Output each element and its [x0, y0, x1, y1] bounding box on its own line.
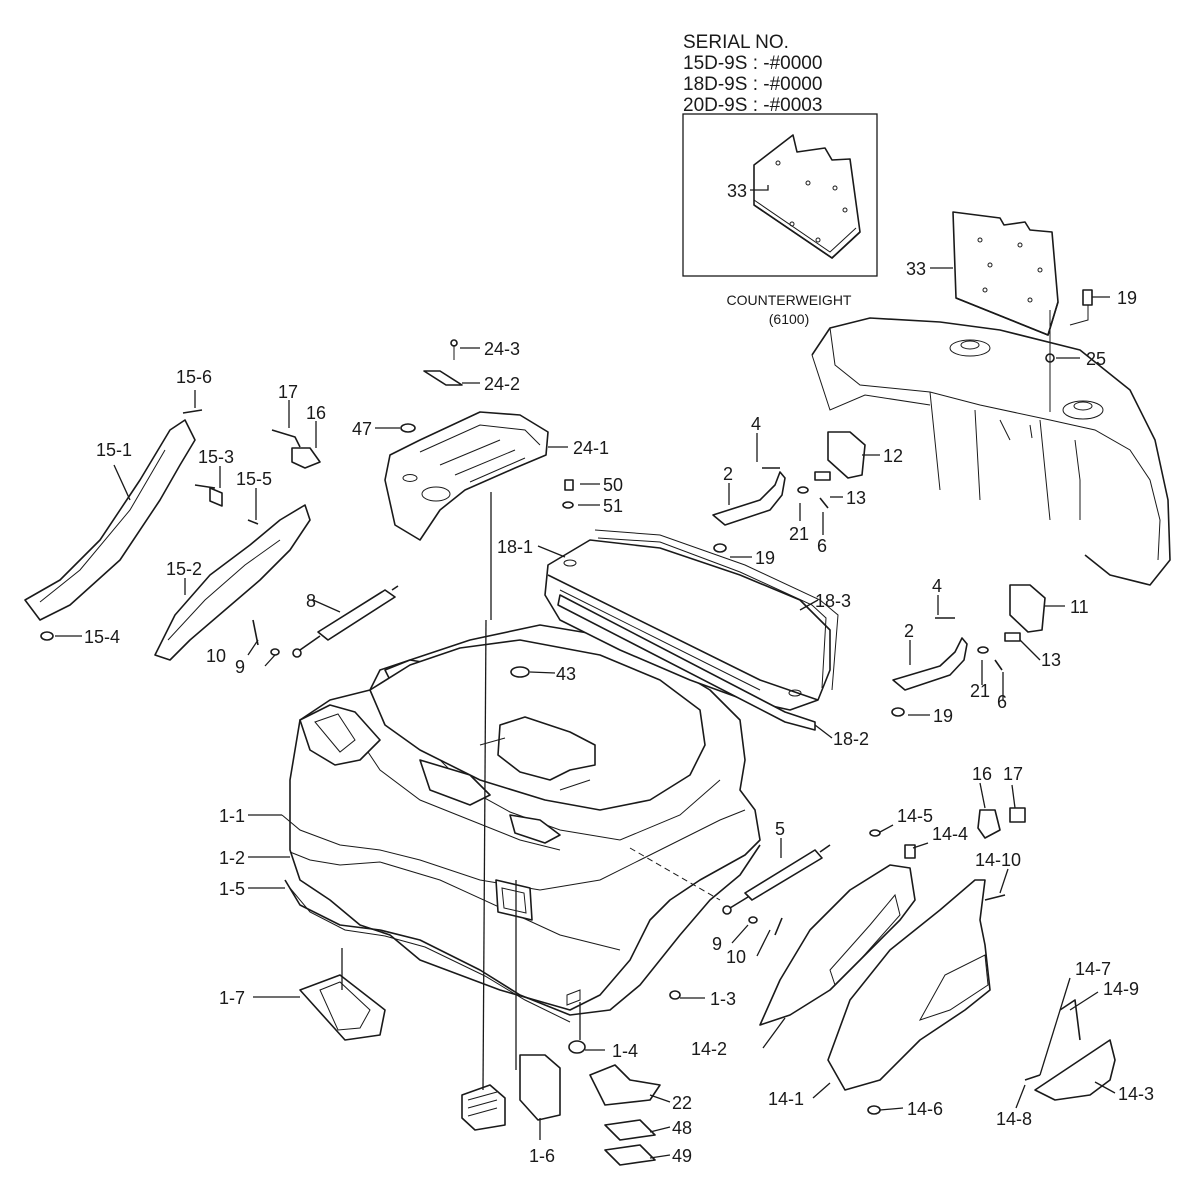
callout-label: 16	[306, 403, 326, 423]
callout-label: 1-7	[219, 988, 245, 1008]
callout-label: 14-9	[1103, 979, 1139, 999]
callout-label: 8	[306, 591, 316, 611]
callout-label: 14-8	[996, 1109, 1032, 1129]
serial-title: SERIAL NO.	[683, 32, 789, 53]
callout-label: 1-2	[219, 848, 245, 868]
callout-label: 13	[1041, 650, 1061, 670]
callout-label: 9	[235, 657, 245, 677]
callout-label: 2	[904, 621, 914, 641]
callout-label: 15-2	[166, 559, 202, 579]
counterweight-caption: COUNTERWEIGHT (6100)	[727, 292, 852, 327]
seat-tray-24	[384, 339, 549, 541]
callout-label: 4	[751, 414, 761, 434]
callout-label: 21	[789, 524, 809, 544]
callout-label: 19	[1117, 288, 1137, 308]
callout-label: 14-5	[897, 806, 933, 826]
callout-label: 1-4	[612, 1041, 638, 1061]
callout-label: 51	[603, 496, 623, 516]
counterweight-code: (6100)	[769, 311, 809, 327]
callout-label: 14-2	[691, 1039, 727, 1059]
callout-label: 33	[906, 259, 926, 279]
callout-label: 15-6	[176, 367, 212, 387]
serial-line: 20D-9S : -#0003	[683, 95, 822, 116]
callout-label: 10	[726, 947, 746, 967]
mount-parts	[299, 974, 681, 1166]
callout-label: 47	[352, 419, 372, 439]
counterweight	[811, 317, 1171, 586]
callout-label: 21	[970, 681, 990, 701]
callout-label: 14-10	[975, 850, 1021, 870]
callout-label: 17	[278, 382, 298, 402]
callout-label: 48	[672, 1118, 692, 1138]
callout-label: 25	[1086, 349, 1106, 369]
callout-label: 18-1	[497, 537, 533, 557]
inset-box	[682, 113, 878, 277]
callout-label: 4	[932, 576, 942, 596]
callout-label: 14-3	[1118, 1084, 1154, 1104]
callout-label: 24-3	[484, 339, 520, 359]
callout-label: 24-1	[573, 438, 609, 458]
callout-label: 19	[755, 548, 775, 568]
callout-label: 11	[1070, 597, 1089, 617]
gas-springs	[252, 585, 831, 936]
callout-label: 12	[883, 446, 903, 466]
serial-line: 15D-9S : -#0000	[683, 53, 822, 74]
callout-label: 14-1	[768, 1089, 804, 1109]
callout-label: 1-3	[710, 989, 736, 1009]
callout-label: 1-5	[219, 879, 245, 899]
callout-label: 1-1	[219, 806, 245, 826]
callout-label: 6	[997, 692, 1007, 712]
rear-cover-18	[544, 529, 839, 731]
counterweight-plate-33	[952, 211, 1093, 412]
callout-label: 13	[846, 488, 866, 508]
callout-label: 17	[1003, 764, 1023, 784]
callout-label: 50	[603, 475, 623, 495]
callout-label: 18-3	[815, 591, 851, 611]
callout-label: 22	[672, 1093, 692, 1113]
callout-label: 15-1	[96, 440, 132, 460]
floor-plate	[369, 639, 706, 811]
callout-label: 18-2	[833, 729, 869, 749]
callout-label: 16	[972, 764, 992, 784]
callout-labels: 33 33 19 25 24-3 24-2 47 24-1 50 51 4 12…	[84, 181, 1154, 1166]
callout-label: 15-5	[236, 469, 272, 489]
left-side-panels-15	[24, 409, 321, 661]
callout-label: 10	[206, 646, 226, 666]
callout-label: 24-2	[484, 374, 520, 394]
callout-label: 14-4	[932, 824, 968, 844]
callout-label: 5	[775, 819, 785, 839]
serial-number-block: SERIAL NO. 15D-9S : -#0000 18D-9S : -#00…	[683, 32, 822, 116]
callout-label: 2	[723, 464, 733, 484]
counterweight-label: COUNTERWEIGHT	[727, 292, 852, 308]
callout-label: 9	[712, 934, 722, 954]
hinge-brackets	[510, 431, 1046, 717]
callout-label: 43	[556, 664, 576, 684]
callout-label: 14-7	[1075, 959, 1111, 979]
callout-label: 15-4	[84, 627, 120, 647]
callout-label: 19	[933, 706, 953, 726]
right-side-panels-14	[759, 807, 1116, 1115]
leader-lines	[55, 185, 1116, 1159]
callout-label: 14-6	[907, 1099, 943, 1119]
callout-label: 6	[817, 536, 827, 556]
serial-line: 18D-9S : -#0000	[683, 74, 822, 95]
callout-label: 1-6	[529, 1146, 555, 1166]
callout-label: 15-3	[198, 447, 234, 467]
callout-label: 49	[672, 1146, 692, 1166]
callout-label: 33	[727, 181, 747, 201]
